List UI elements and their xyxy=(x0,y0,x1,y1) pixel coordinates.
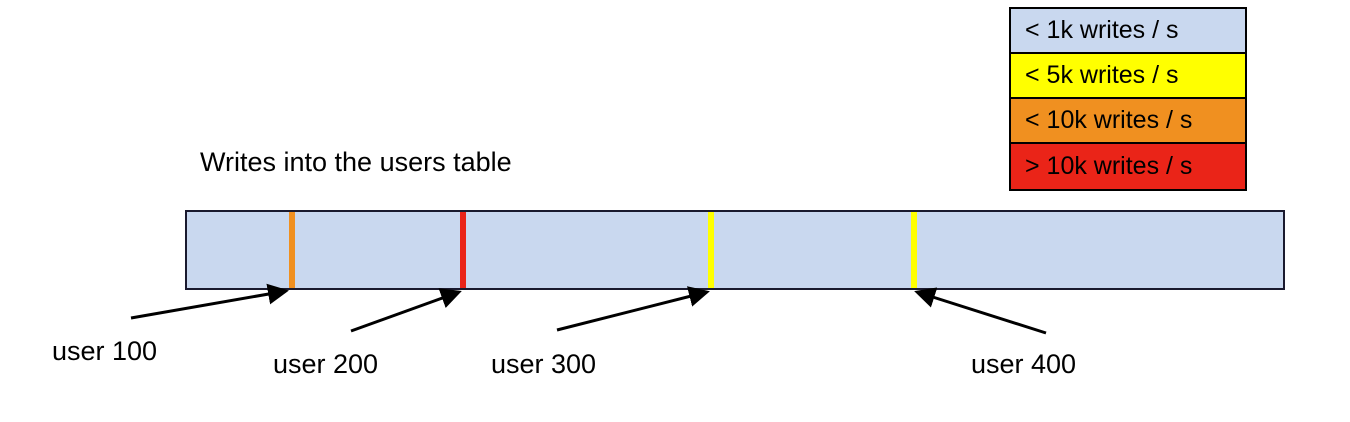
bar-stripe-user-400 xyxy=(911,212,917,288)
legend-label: > 10k writes / s xyxy=(1025,152,1193,180)
bar-stripe-user-200 xyxy=(460,212,466,288)
bar-stripe-user-100 xyxy=(289,212,295,288)
callout-label-user-400: user 400 xyxy=(971,349,1077,379)
callout-arrow-user-100 xyxy=(130,283,289,320)
callout-label-user-100: user 100 xyxy=(52,336,158,366)
legend-label: < 1k writes / s xyxy=(1025,16,1179,44)
users-table-bar xyxy=(185,210,1285,290)
legend-row-lt-1k: < 1k writes / s xyxy=(1011,9,1245,54)
legend: < 1k writes / s < 5k writes / s < 10k wr… xyxy=(1009,7,1247,191)
legend-label: < 5k writes / s xyxy=(1025,61,1179,89)
legend-row-lt-10k: < 10k writes / s xyxy=(1011,99,1245,144)
legend-row-gt-10k: > 10k writes / s xyxy=(1011,144,1245,189)
callout-arrow-user-300 xyxy=(556,286,710,332)
callout-arrow-user-400 xyxy=(914,287,1047,335)
callout-label-user-200: user 200 xyxy=(273,349,379,379)
legend-row-lt-5k: < 5k writes / s xyxy=(1011,54,1245,99)
bar-stripe-user-300 xyxy=(708,212,714,288)
legend-label: < 10k writes / s xyxy=(1025,106,1193,134)
callout-label-user-300: user 300 xyxy=(491,349,597,379)
chart-title: Writes into the users table xyxy=(200,147,512,177)
callout-arrow-user-200 xyxy=(350,288,462,333)
